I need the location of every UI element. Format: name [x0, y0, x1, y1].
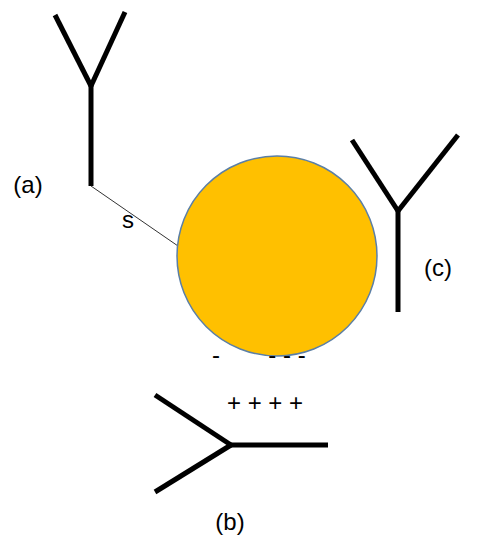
panel-label: (a): [13, 173, 42, 197]
charge-sign: -: [212, 343, 220, 367]
gold-nanoparticle: [177, 156, 377, 356]
panel-label: (b): [215, 510, 244, 534]
antibody-a: [55, 12, 125, 186]
spacer-line: [91, 186, 178, 246]
charge-sign: + + + +: [227, 391, 303, 415]
panel-label: (c): [424, 256, 452, 280]
charge-sign: - - -: [268, 343, 305, 367]
spacer-label: s: [122, 208, 134, 232]
